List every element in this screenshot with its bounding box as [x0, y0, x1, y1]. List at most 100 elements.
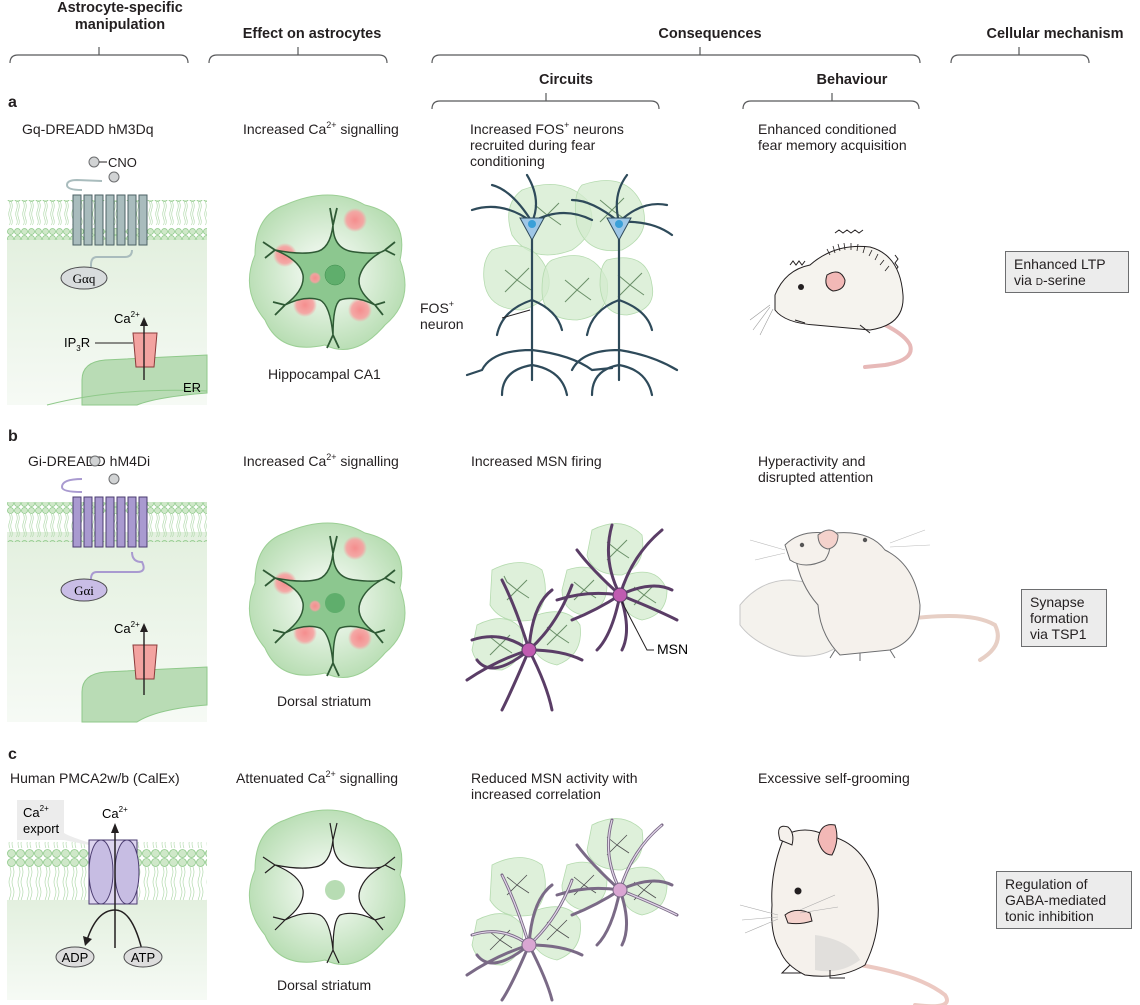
panel-b-mechanism-box: Synapse formation via TSP1 — [1021, 589, 1107, 647]
mechanism-line2: formation — [1030, 610, 1089, 626]
header-behaviour: Behaviour — [816, 72, 888, 88]
effect-text: Attenuated Ca — [236, 770, 326, 786]
effect-text: Increased Ca — [243, 121, 327, 137]
circuit-line1-pre: Increased FOS — [470, 121, 565, 137]
receptor-helices — [72, 194, 148, 246]
mouse-paw — [784, 909, 813, 925]
ligand — [89, 455, 101, 467]
bracket-circuits-line — [431, 93, 660, 110]
effect-text-post: signalling — [336, 453, 399, 469]
astrocyte-territories — [471, 523, 668, 671]
mechanism-line1: Enhanced LTP — [1014, 256, 1106, 272]
header-manipulation: Astrocyte-specific manipulation — [20, 0, 220, 34]
mouse-whiskers — [749, 529, 931, 561]
galpha-q-label: Gαq — [73, 271, 96, 286]
panel-a-astrocyte — [248, 194, 406, 350]
astrocyte-nucleus — [325, 593, 345, 613]
bound-ligand — [108, 171, 120, 183]
receptor-c-term — [90, 551, 145, 580]
ip3r-label: IP3R — [64, 335, 90, 353]
ca-arrow-head — [140, 317, 148, 326]
astrocyte-processes — [489, 539, 657, 656]
panel-a-effect: Increased Ca2+ signalling — [243, 121, 399, 138]
mechanism-line1: Regulation of — [1005, 876, 1088, 892]
panel-b-effect: Increased Ca2+ signalling — [243, 453, 399, 470]
mouse-tail — [863, 323, 913, 369]
panel-c-manipulation: Human PMCA2w/b (CalEx) — [10, 770, 180, 786]
receptor-n-term — [60, 478, 83, 493]
panel-c-mouse-grooming — [739, 824, 949, 1005]
panel-b-behaviour: Hyperactivity and disrupted attention — [758, 453, 873, 485]
bracket-manipulation-line — [9, 47, 189, 64]
astrocyte-branches — [262, 535, 396, 677]
ca-label-top: Ca2+ — [102, 805, 128, 821]
pyramidal-soma — [519, 217, 545, 242]
er-lower — [46, 389, 208, 406]
msn-leader — [621, 601, 654, 651]
ca-label: Ca2+ — [114, 620, 140, 636]
ca-arrow-head — [140, 623, 148, 632]
calcium-spot — [348, 626, 372, 650]
header-consequences: Consequences — [658, 26, 762, 42]
behaviour-line2: fear memory acquisition — [758, 137, 907, 153]
pmca-pump-left — [88, 839, 114, 905]
bound-ligand — [108, 473, 120, 485]
panel-a-membrane-diagram: CNO Gαq Ca2+ IP3R ER — [7, 155, 208, 406]
circuit-line1-sup: + — [564, 120, 570, 130]
calcium-spot — [348, 298, 372, 322]
msn-soma — [612, 587, 628, 603]
mouse-paws — [829, 649, 896, 661]
panel-b-circuit: Increased MSN firing — [471, 453, 602, 469]
astrocyte-territory — [508, 184, 593, 256]
cno-label: CNO — [108, 155, 137, 170]
msn-soma — [521, 937, 537, 953]
header-manipulation-line2: manipulation — [74, 17, 166, 33]
panel-b-region: Dorsal striatum — [277, 693, 372, 709]
adp-arrow-head — [83, 936, 92, 946]
mechanism-line2: via d-serine — [1014, 272, 1120, 288]
panel-a-manipulation: Gq-DREADD hM3Dq — [22, 121, 154, 137]
panel-a-circuit-diagram — [465, 173, 679, 397]
effect-sup: 2+ — [325, 769, 336, 779]
circuit-line1: Reduced MSN activity with — [471, 770, 638, 786]
panel-c-pump-diagram: Ca2+ export Ca2+ ADP ATP — [7, 800, 207, 1000]
er-label: ER — [183, 380, 201, 395]
pmca-pump-right — [114, 839, 140, 905]
pyramidal-soma — [606, 217, 632, 242]
behaviour-line2: disrupted attention — [758, 469, 874, 485]
behaviour-line1: Enhanced conditioned — [758, 121, 897, 137]
mouse-belly — [815, 935, 860, 972]
mouse-tail — [858, 963, 949, 1005]
panel-b-astrocyte — [248, 522, 406, 678]
circuit-line2: recruited during fear — [470, 137, 596, 153]
panel-a-mechanism-box: Enhanced LTP via d-serine — [1005, 251, 1129, 293]
receptor-n-term — [65, 178, 103, 191]
panel-b-mice-hyperactive — [739, 529, 1000, 662]
neuron-nucleus — [615, 220, 623, 228]
astrocyte-territory — [586, 523, 644, 576]
neuron-nucleus — [528, 220, 536, 228]
mouse-feet — [780, 964, 845, 979]
fos-sup: + — [448, 299, 455, 309]
receptor-c-term — [90, 249, 133, 267]
astrocyte-nucleus — [324, 264, 346, 286]
panel-c-letter: c — [8, 746, 17, 763]
mechanism-line2: GABA-mediated — [1005, 892, 1107, 908]
bracket-consequences-line — [431, 47, 921, 64]
mechanism-line2-post: -serine — [1043, 272, 1086, 288]
calcium-spot-soma — [309, 272, 321, 284]
astrocyte-territory — [599, 257, 654, 316]
cytoplasm — [7, 900, 207, 1000]
panel-b-membrane-diagram: Gαi Ca2+ — [7, 455, 208, 723]
panel-c-mechanism-box: Regulation of GABA-mediated tonic inhibi… — [996, 871, 1132, 929]
bracket-behaviour-line — [742, 93, 920, 110]
mouse-ear-back — [778, 825, 794, 846]
panel-b-msn-circuit: MSN — [465, 523, 688, 712]
adp-molecule — [55, 946, 95, 968]
panel-c-circuit: Reduced MSN activity with increased corr… — [471, 770, 638, 802]
galpha-i — [60, 578, 108, 602]
fos-neuron-leader — [501, 309, 531, 319]
galpha-q — [60, 266, 108, 290]
mouse-ear — [825, 271, 846, 292]
panel-a-circuit: Increased FOS+ neurons recruited during … — [470, 120, 624, 170]
